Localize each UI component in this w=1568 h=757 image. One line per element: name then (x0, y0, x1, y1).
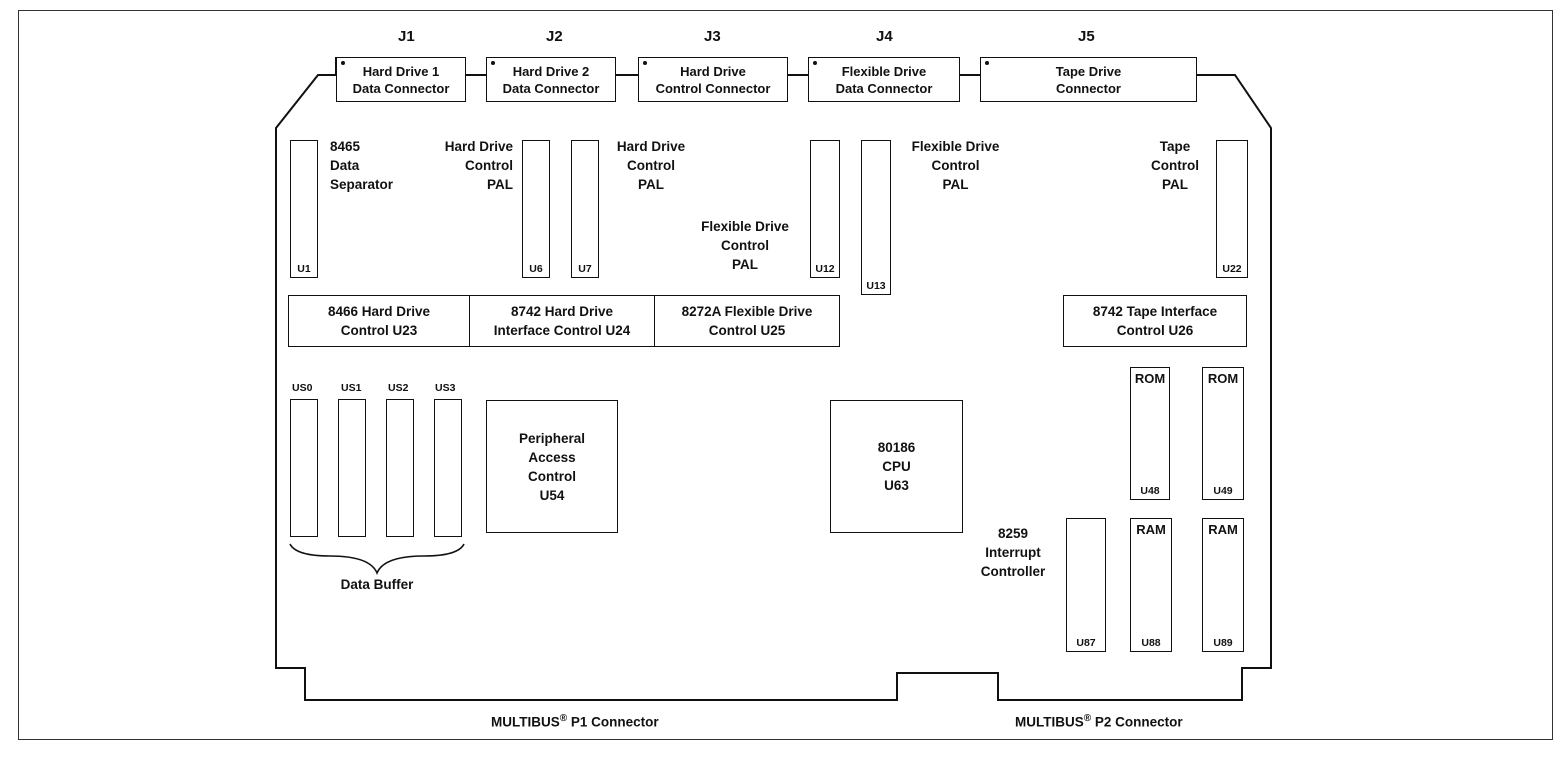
p1-bus-name: MULTIBUS (491, 714, 560, 730)
hard-drive-pal-label-right: Hard Drive Control PAL (616, 139, 686, 192)
connector-id-j1: J1 (398, 28, 415, 45)
buffer-chip-us2 (386, 399, 414, 537)
ic-u23: 8466 Hard Drive Control U23 (288, 295, 470, 347)
flexible-drive-pal-label-right: Flexible Drive Control PAL (911, 139, 1000, 192)
connector-j3: Hard Drive Control Connector (638, 57, 788, 102)
p2-connector-text: P2 Connector (1091, 714, 1183, 730)
connector-id-j2: J2 (546, 28, 563, 45)
pin1-marker (643, 61, 647, 65)
data-buffer-label: Data Buffer (340, 577, 414, 592)
chip-id: U7 (578, 263, 592, 275)
p1-connector-text: P1 Connector (567, 714, 659, 730)
data-separator-label: 8465 Data Separator (330, 139, 394, 192)
connector-j4: Flexible Drive Data Connector (808, 57, 960, 102)
interrupt-controller-label: 8259 Interrupt Controller (980, 526, 1046, 579)
memory-type: ROM (1134, 371, 1166, 386)
ram-u88: RAM U88 (1130, 518, 1172, 652)
connector-id-j3: J3 (704, 28, 721, 45)
chip-u87: U87 (1066, 518, 1106, 652)
memory-type: ROM (1207, 371, 1239, 386)
buffer-chip-us1 (338, 399, 366, 537)
connector-id-j4: J4 (876, 28, 893, 45)
rom-u49: ROM U49 (1202, 367, 1244, 500)
chip-id: U13 (866, 280, 886, 292)
chip-id: U88 (1141, 637, 1161, 649)
p1-connector-label: MULTIBUS® P1 Connector (491, 713, 659, 730)
buffer-id-us1: US1 (341, 382, 362, 394)
registered-mark: ® (559, 713, 568, 724)
pin1-marker (341, 61, 345, 65)
ram-u89: RAM U89 (1202, 518, 1244, 652)
connector-label: Flexible Drive Data Connector (835, 63, 933, 96)
connector-j1: Hard Drive 1 Data Connector (336, 57, 466, 102)
chip-id: U49 (1213, 485, 1233, 497)
connector-j5: Tape Drive Connector (980, 57, 1197, 102)
registered-mark: ® (1083, 713, 1092, 724)
tape-pal-label: Tape Control PAL (1151, 139, 1199, 192)
buffer-id-us0: US0 (292, 382, 313, 394)
connector-label: Hard Drive Control Connector (655, 63, 771, 96)
chip-u7: U7 (571, 140, 599, 278)
memory-type: RAM (1208, 522, 1238, 537)
pin1-marker (813, 61, 817, 65)
connector-label: Tape Drive Connector (1055, 63, 1122, 96)
chip-id: U1 (297, 263, 311, 275)
connector-label: Hard Drive 1 Data Connector (352, 63, 450, 96)
hard-drive-pal-label-left: Hard Drive Control PAL (444, 139, 513, 192)
chip-u1: U1 (290, 140, 318, 278)
connector-j2: Hard Drive 2 Data Connector (486, 57, 616, 102)
figure-frame (18, 10, 1553, 740)
buffer-chip-us0 (290, 399, 318, 537)
chip-u22: U22 (1216, 140, 1248, 278)
pin1-marker (985, 61, 989, 65)
buffer-id-us3: US3 (435, 382, 456, 394)
chip-id: U6 (529, 263, 543, 275)
chip-id: U48 (1140, 485, 1160, 497)
ic-u54: Peripheral Access Control U54 (486, 400, 618, 533)
ic-u25: 8272A Flexible Drive Control U25 (654, 295, 840, 347)
chip-id: U22 (1222, 263, 1242, 275)
connector-label: Hard Drive 2 Data Connector (502, 63, 600, 96)
buffer-id-us2: US2 (388, 382, 409, 394)
chip-u6: U6 (522, 140, 550, 278)
ic-u26: 8742 Tape Interface Control U26 (1063, 295, 1247, 347)
chip-id: U12 (815, 263, 835, 275)
pin1-marker (491, 61, 495, 65)
chip-u12: U12 (810, 140, 840, 278)
flexible-drive-pal-label-left: Flexible Drive Control PAL (701, 219, 789, 272)
rom-u48: ROM U48 (1130, 367, 1170, 500)
p2-bus-name: MULTIBUS (1015, 714, 1084, 730)
connector-id-j5: J5 (1078, 28, 1095, 45)
chip-id: U87 (1076, 637, 1096, 649)
ic-u24: 8742 Hard Drive Interface Control U24 (469, 295, 655, 347)
ic-u63: 80186 CPU U63 (830, 400, 963, 533)
buffer-chip-us3 (434, 399, 462, 537)
data-buffer-brace (289, 543, 465, 576)
p2-connector-label: MULTIBUS® P2 Connector (1015, 713, 1183, 730)
chip-id: U89 (1213, 637, 1233, 649)
chip-u13: U13 (861, 140, 891, 295)
memory-type: RAM (1136, 522, 1166, 537)
